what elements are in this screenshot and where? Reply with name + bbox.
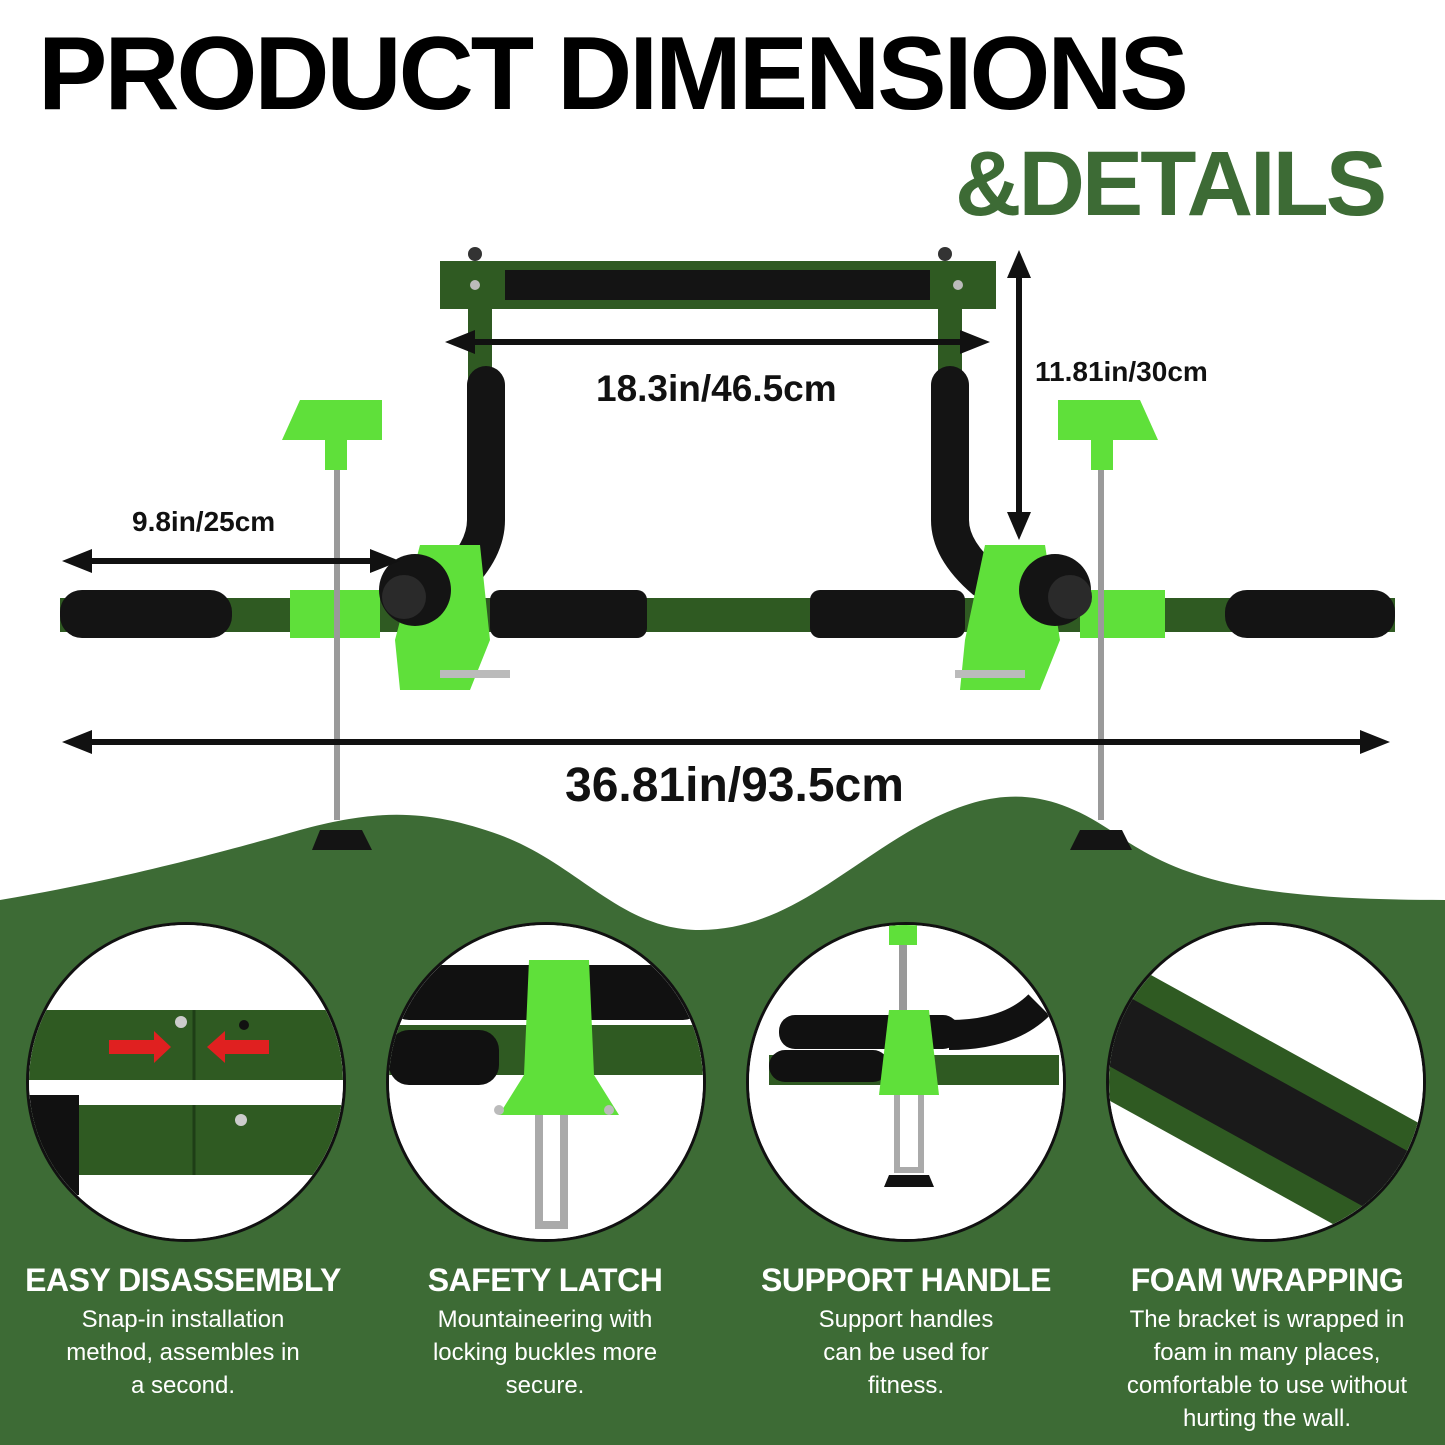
feature-title: EASY DISASSEMBLY bbox=[25, 1262, 341, 1298]
detail-image-support-handle bbox=[746, 922, 1066, 1242]
dimension-arrows bbox=[62, 250, 1390, 754]
feature-line: The bracket is wrapped in bbox=[1129, 1306, 1405, 1333]
feature-line: Snap-in installation bbox=[81, 1306, 285, 1333]
feature-foam-wrapping: FOAM WRAPPING The bracket is wrapped in … bbox=[1087, 1262, 1445, 1435]
green-wave-background bbox=[0, 796, 1445, 1445]
page-subtitle: &DETAILS bbox=[955, 133, 1387, 235]
feature-line: fitness. bbox=[867, 1372, 945, 1399]
feature-title: SUPPORT HANDLE bbox=[761, 1262, 1051, 1298]
dimension-total-length: 36.81in/93.5cm bbox=[565, 759, 904, 812]
feature-line: a second. bbox=[130, 1372, 236, 1399]
page-title: PRODUCT DIMENSIONS bbox=[38, 16, 1189, 132]
feature-title: SAFETY LATCH bbox=[427, 1262, 663, 1298]
feature-line: hurting the wall. bbox=[1182, 1405, 1352, 1432]
feature-line: foam in many places, bbox=[1153, 1339, 1381, 1366]
feature-description: Mountaineering with locking buckles more… bbox=[365, 1303, 725, 1402]
feature-line: Mountaineering with bbox=[437, 1306, 653, 1333]
feature-line: locking buckles more bbox=[432, 1339, 658, 1366]
feature-line: can be used for bbox=[823, 1339, 989, 1366]
feature-line: Support handles bbox=[818, 1306, 994, 1333]
feature-line: method, assembles in bbox=[66, 1339, 300, 1366]
feature-easy-disassembly: EASY DISASSEMBLY Snap-in installation me… bbox=[3, 1262, 363, 1402]
feature-safety-latch: SAFETY LATCH Mountaineering with locking… bbox=[365, 1262, 725, 1402]
dimension-top-bar-width: 18.3in/46.5cm bbox=[596, 368, 837, 409]
top-bar-foam bbox=[505, 270, 930, 300]
feature-title: FOAM WRAPPING bbox=[1130, 1262, 1404, 1298]
feature-description: Support handles can be used for fitness. bbox=[726, 1303, 1086, 1402]
main-bar bbox=[60, 598, 1395, 632]
detail-image-disassembly bbox=[26, 922, 346, 1242]
feature-description: Snap-in installation method, assembles i… bbox=[3, 1303, 363, 1402]
feature-line: secure. bbox=[505, 1372, 585, 1399]
feature-support-handle: SUPPORT HANDLE Support handles can be us… bbox=[726, 1262, 1086, 1402]
detail-image-foam-wrapping bbox=[1106, 922, 1426, 1242]
feature-description: The bracket is wrapped in foam in many p… bbox=[1087, 1303, 1445, 1435]
dimension-height: 11.81in/30cm bbox=[1035, 356, 1208, 387]
feature-line: comfortable to use without bbox=[1126, 1372, 1408, 1399]
detail-image-safety-latch bbox=[386, 922, 706, 1242]
dimension-side-handle: 9.8in/25cm bbox=[132, 506, 276, 537]
